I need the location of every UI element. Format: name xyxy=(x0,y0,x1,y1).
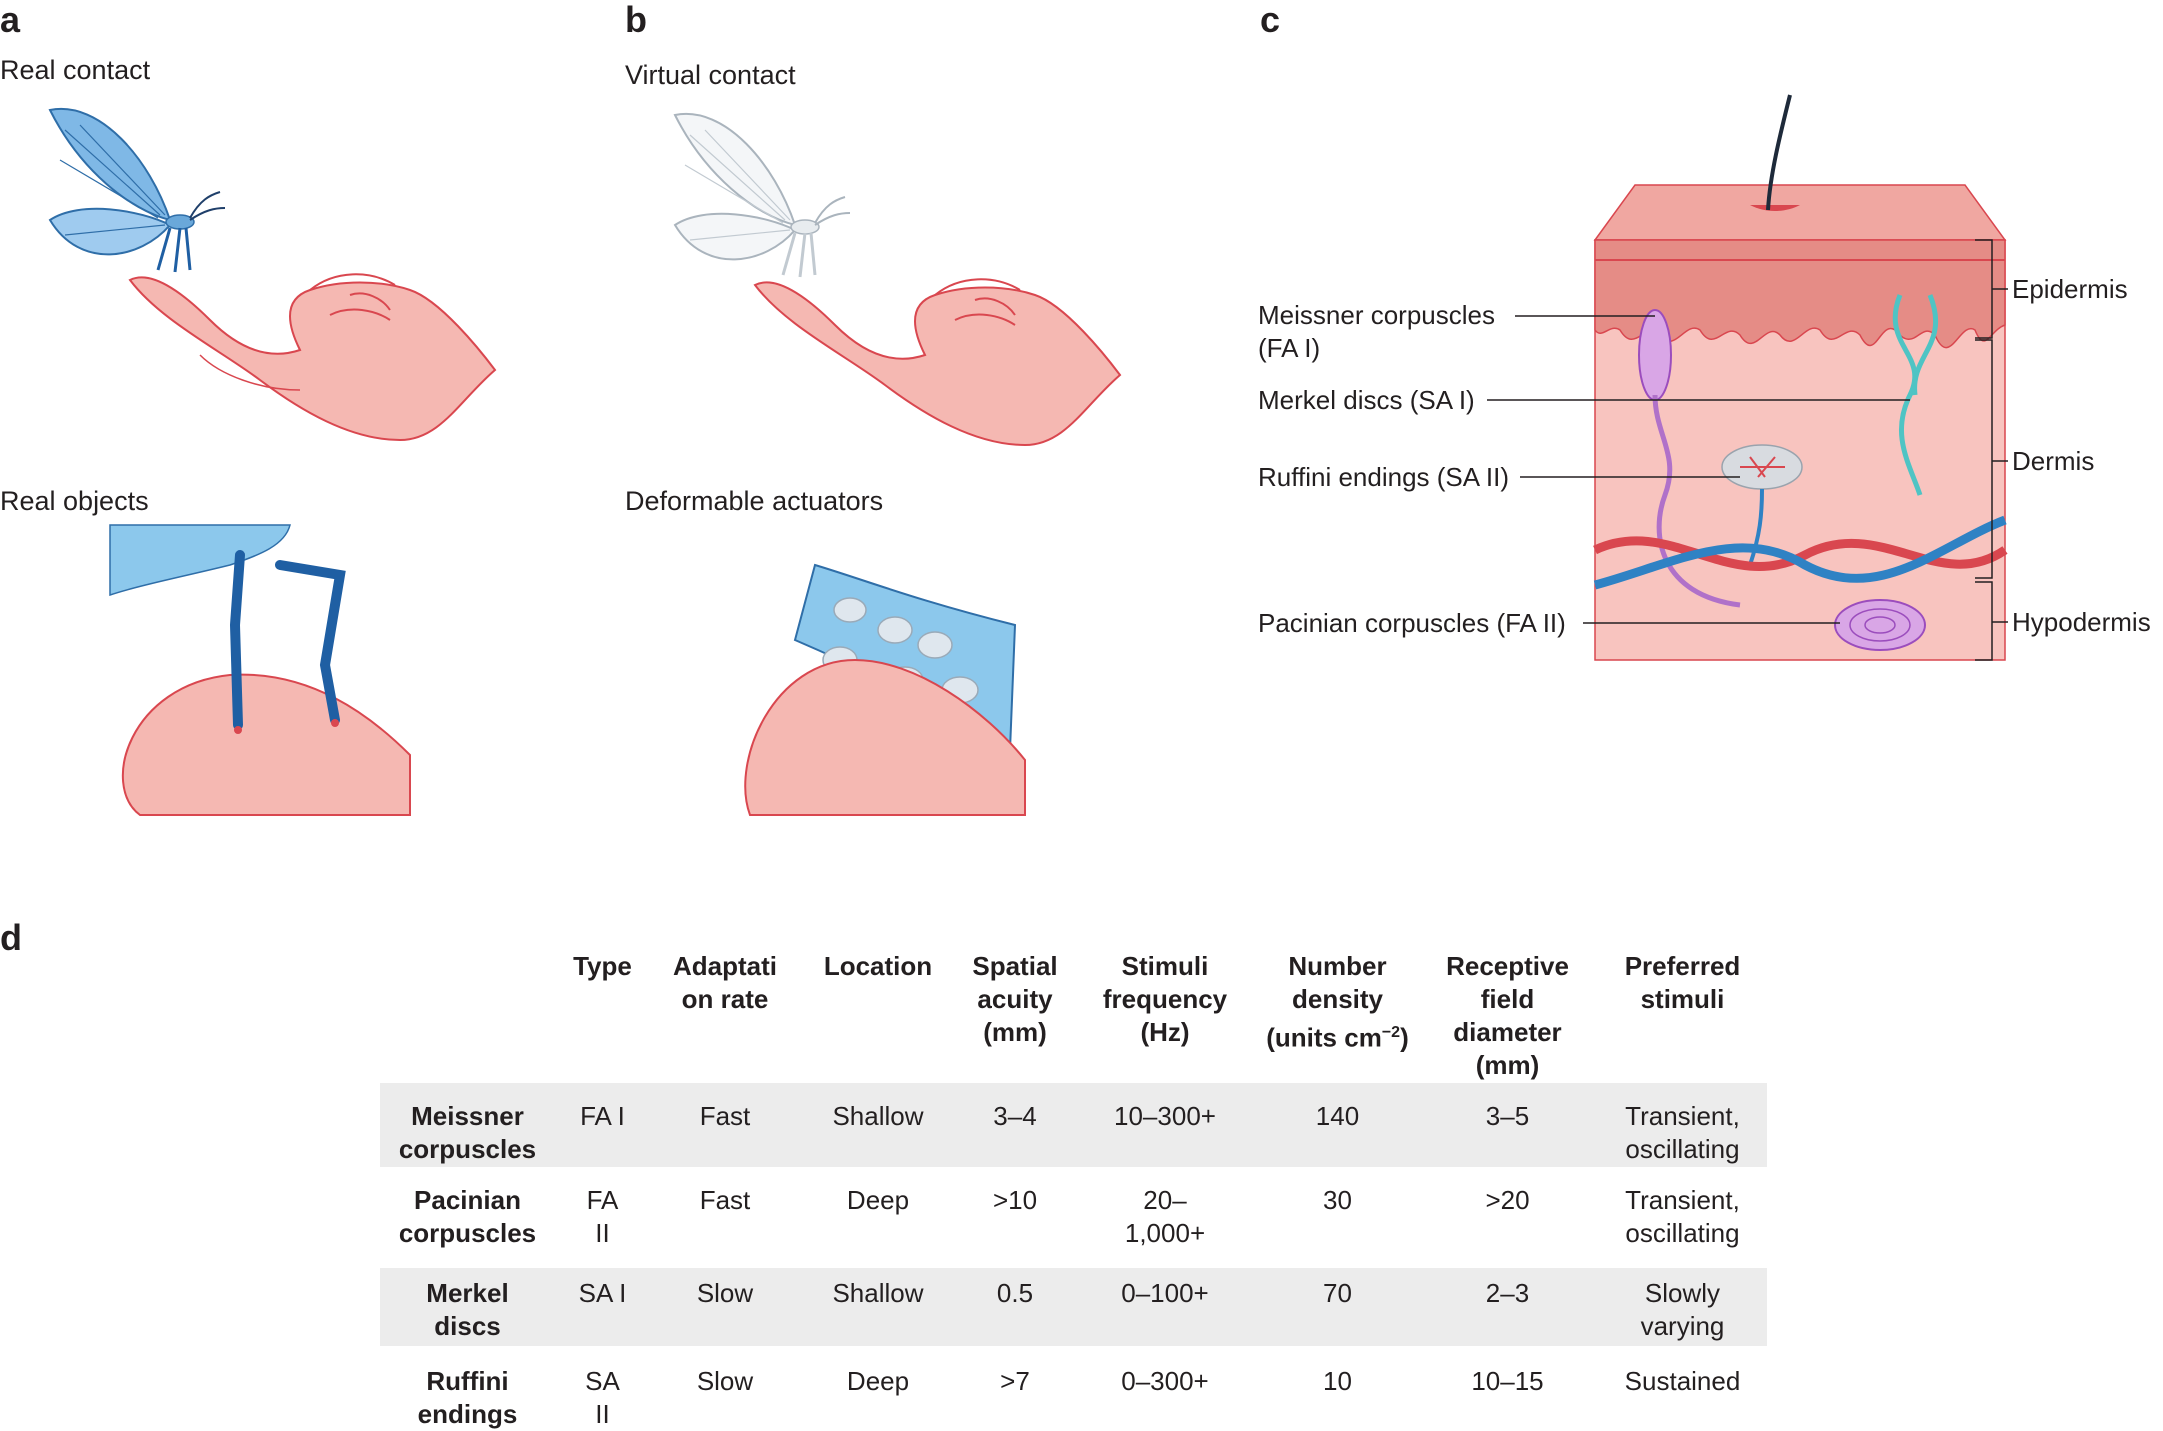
table-cell-acuity: 3–4 xyxy=(993,1101,1037,1131)
label-epidermis: Epidermis xyxy=(2012,274,2128,304)
label-pacinian: Pacinian corpuscles (FA II) xyxy=(1258,608,1566,638)
panel-letter-b: b xyxy=(625,0,647,40)
table-cell-stimuli: Transient,oscillating xyxy=(1625,1185,1740,1248)
table-cell-location: Shallow xyxy=(832,1101,924,1131)
table-cell-type: SA I xyxy=(578,1278,627,1308)
table-cell-acuity: >7 xyxy=(1000,1366,1030,1396)
table-cell-frequency: 0–300+ xyxy=(1121,1366,1209,1396)
hand-illustration-virtual xyxy=(753,278,1122,447)
table-cell-stimuli: Sustained xyxy=(1624,1366,1741,1396)
table-cell-frequency: 10–300+ xyxy=(1114,1101,1216,1131)
table-row-shade-1 xyxy=(380,1083,1767,1167)
table-cell-adaptation: Fast xyxy=(699,1101,751,1131)
panel-letter-a: a xyxy=(0,0,21,40)
table-cell-acuity: >10 xyxy=(992,1185,1038,1215)
table-cell-frequency: 0–100+ xyxy=(1121,1278,1209,1308)
table-row-shade-3 xyxy=(380,1268,1767,1346)
label-merkel: Merkel discs (SA I) xyxy=(1258,385,1475,415)
table-cell-location: Shallow xyxy=(832,1278,924,1308)
table-cell-stimuli: Transient,oscillating xyxy=(1625,1101,1740,1164)
real-object-legs-illustration xyxy=(109,524,411,816)
table-cell-field: 10–15 xyxy=(1471,1366,1544,1396)
table-cell-adaptation: Slow xyxy=(696,1366,754,1396)
table-cell-frequency: 20–1,000+ xyxy=(1124,1185,1206,1248)
butterfly-illustration-real xyxy=(48,107,226,273)
table-cell-density: 140 xyxy=(1315,1101,1360,1131)
table-cell-field: 3–5 xyxy=(1485,1101,1530,1131)
caption-real-contact: Real contact xyxy=(0,55,151,85)
deformable-actuator-illustration xyxy=(744,563,1026,816)
caption-deformable-actuators: Deformable actuators xyxy=(625,486,884,516)
butterfly-illustration-virtual xyxy=(673,112,851,278)
table-cell-acuity: 0.5 xyxy=(996,1278,1034,1308)
header-type: Type xyxy=(573,951,632,981)
label-ruffini: Ruffini endings (SA II) xyxy=(1258,462,1509,492)
label-dermis: Dermis xyxy=(2012,446,2095,476)
table-cell-density: 30 xyxy=(1323,1185,1352,1215)
hand-illustration-real xyxy=(128,273,497,442)
table-cell-field: >20 xyxy=(1485,1185,1530,1215)
header-location: Location xyxy=(823,951,933,981)
skin-cross-section-diagram xyxy=(1593,94,2008,661)
table-cell-type: FA I xyxy=(580,1101,625,1131)
table-cell-adaptation: Slow xyxy=(696,1278,754,1308)
label-meissner-type: (FA I) xyxy=(1258,333,1321,363)
label-hypodermis: Hypodermis xyxy=(2012,607,2151,637)
label-meissner: Meissner corpuscles xyxy=(1258,300,1495,330)
table-cell-location: Deep xyxy=(846,1366,910,1396)
panel-letter-d: d xyxy=(0,917,22,958)
caption-real-objects: Real objects xyxy=(0,486,149,516)
table-cell-field: 2–3 xyxy=(1485,1278,1530,1308)
table-cell-location: Deep xyxy=(846,1185,910,1215)
table-cell-density: 10 xyxy=(1323,1366,1352,1396)
table-cell-adaptation: Fast xyxy=(699,1185,751,1215)
panel-letter-c: c xyxy=(1260,0,1281,40)
table-cell-density: 70 xyxy=(1323,1278,1352,1308)
caption-virtual-contact: Virtual contact xyxy=(625,60,796,90)
